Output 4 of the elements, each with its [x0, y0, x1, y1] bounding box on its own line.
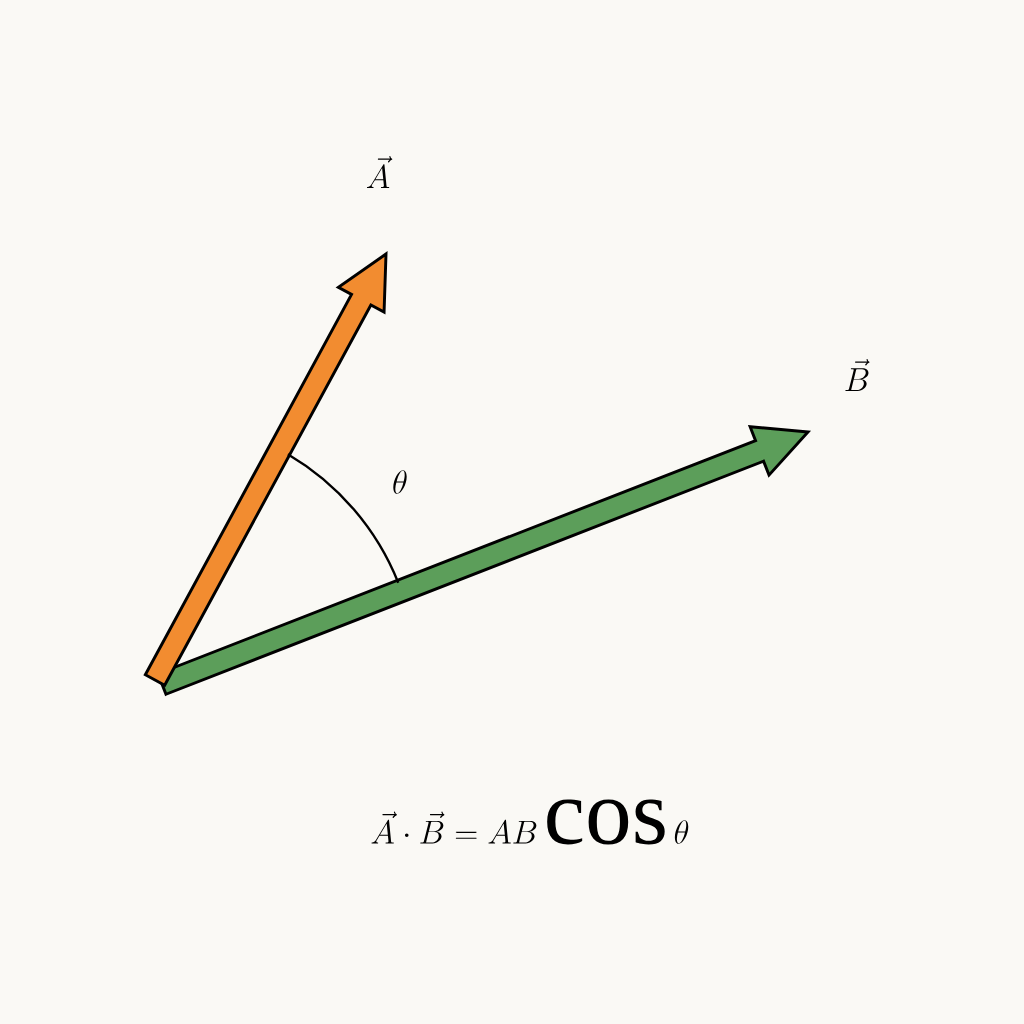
- angle-label: $\theta$: [393, 470, 407, 494]
- vector-label: $\vec{A}$: [366, 155, 393, 188]
- formula: $\vec{A}\cdot\vec{B} = AB\cos\theta$: [371, 799, 689, 845]
- vector-label: $\vec{B}$: [845, 358, 870, 391]
